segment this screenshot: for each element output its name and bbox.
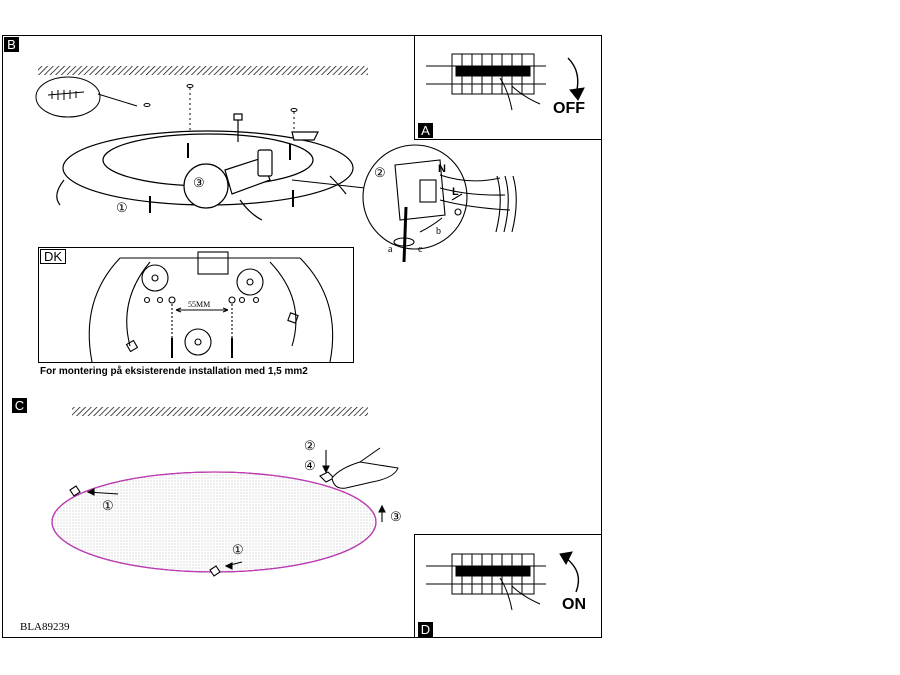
breaker-box-a xyxy=(426,53,585,111)
step-3-c: ③ xyxy=(390,509,402,524)
wire-b-label: b xyxy=(436,226,441,237)
dk-label: DK xyxy=(40,249,66,264)
ceiling-hatch-c xyxy=(72,407,368,416)
diagram-frame xyxy=(2,35,602,638)
hand-c xyxy=(331,447,399,489)
panel-b-label: B xyxy=(4,37,19,52)
panel-a-label: A xyxy=(418,123,433,138)
step-2-b: ② xyxy=(374,165,386,180)
step-1-c-bottom: ① xyxy=(232,542,244,557)
wire-l-label: L xyxy=(452,186,459,198)
step-4-c: ④ xyxy=(304,458,316,473)
panel-d-label: D xyxy=(418,622,433,637)
switch-off-label: OFF xyxy=(553,100,585,117)
wire-a-label: a xyxy=(388,244,393,255)
step-2-c: ② xyxy=(304,438,316,453)
panel-d-frame xyxy=(414,534,602,638)
lamp-holder xyxy=(183,113,319,209)
panel-c-label: C xyxy=(12,398,27,413)
dk-inset-frame xyxy=(38,247,354,363)
breaker-box-d xyxy=(426,551,580,611)
screws-b xyxy=(149,143,294,213)
ceiling-hatch-b xyxy=(38,66,368,75)
switch-on-label: ON xyxy=(562,596,586,613)
wall-plug-callout xyxy=(35,76,138,118)
wire-n-label: N xyxy=(438,163,446,175)
step-3-b: ③ xyxy=(193,175,205,190)
wiring-detail xyxy=(291,144,517,263)
glass-shade xyxy=(51,450,386,577)
dk-base-plate xyxy=(88,251,334,363)
step-1-c-left: ① xyxy=(102,498,114,513)
dk-dimension-label: 55MM xyxy=(188,300,211,309)
dk-caption: For montering på eksisterende installati… xyxy=(40,366,308,377)
wire-c-label: c xyxy=(418,244,423,255)
panel-a-frame xyxy=(414,35,602,140)
reference-code: BLA89239 xyxy=(20,621,70,633)
step-1-b: ① xyxy=(116,200,128,215)
